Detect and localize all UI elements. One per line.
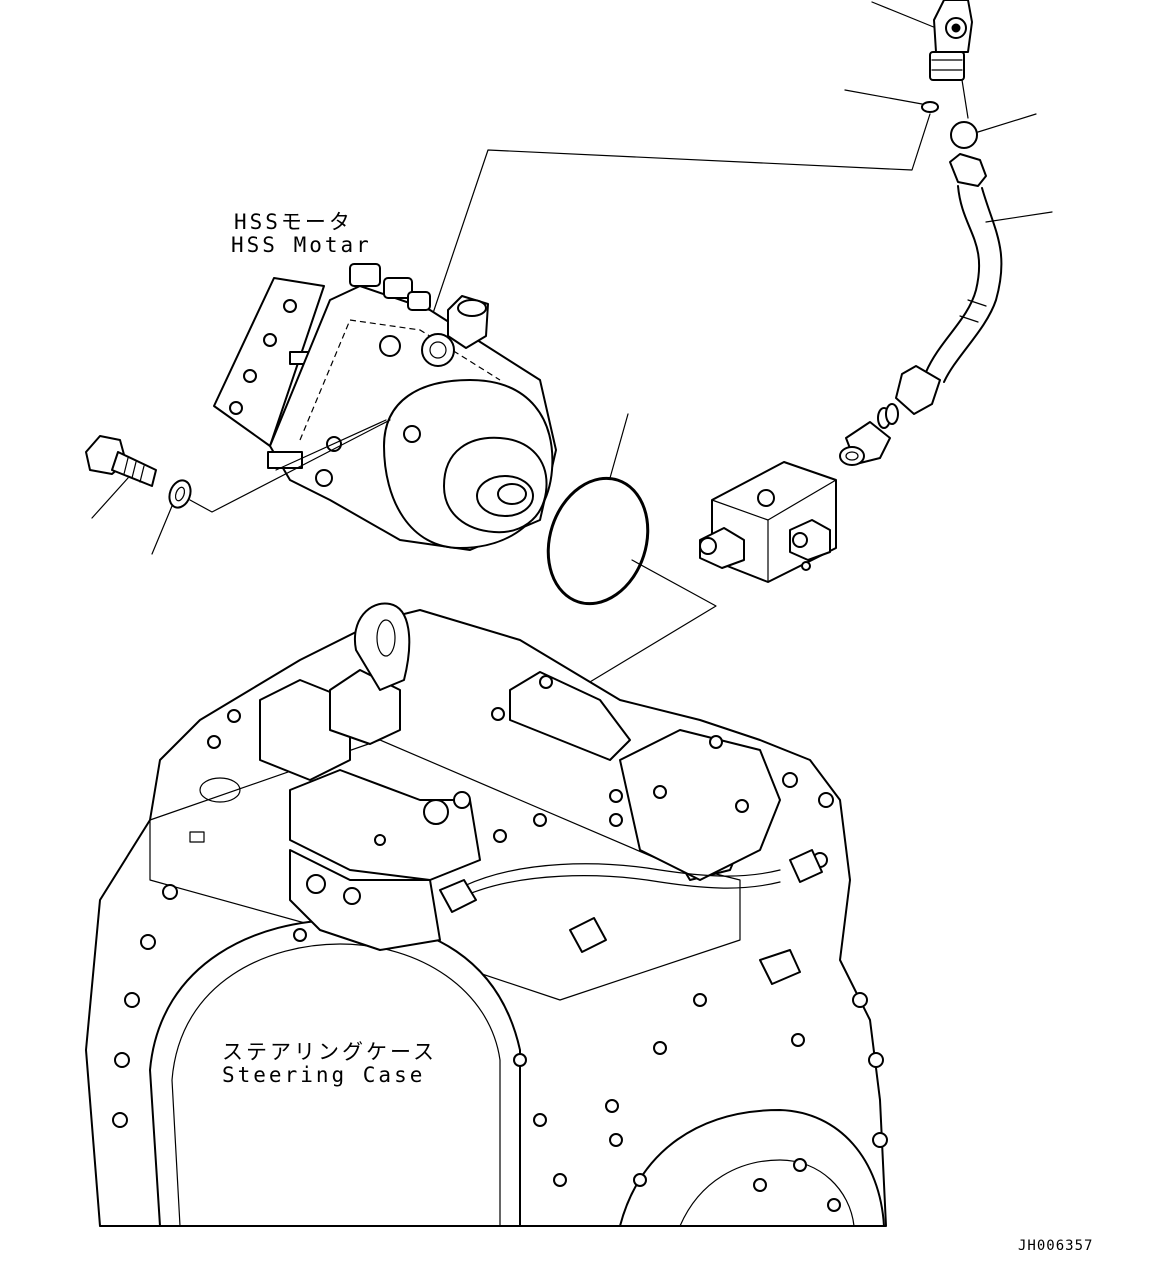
hss-motor <box>213 113 931 551</box>
valve-block <box>699 461 837 583</box>
mounting-bolt <box>85 435 157 519</box>
drawing-code: JH006357 <box>1018 1238 1094 1254</box>
washer <box>151 419 391 555</box>
hss-motor-label-jp: HSSモータ <box>234 210 353 234</box>
steering-case-label-jp: ステアリングケース <box>222 1040 437 1064</box>
ball-plug <box>950 113 1037 149</box>
small-o-ring <box>844 89 939 113</box>
steering-case-label-en: Steering Case <box>222 1063 426 1087</box>
hss-motor-label-en: HSS Motar <box>231 233 372 257</box>
elbow-fitting <box>871 0 973 119</box>
hose-assembly <box>839 153 1053 466</box>
steering-case <box>85 602 888 1227</box>
large-o-ring <box>546 413 717 701</box>
